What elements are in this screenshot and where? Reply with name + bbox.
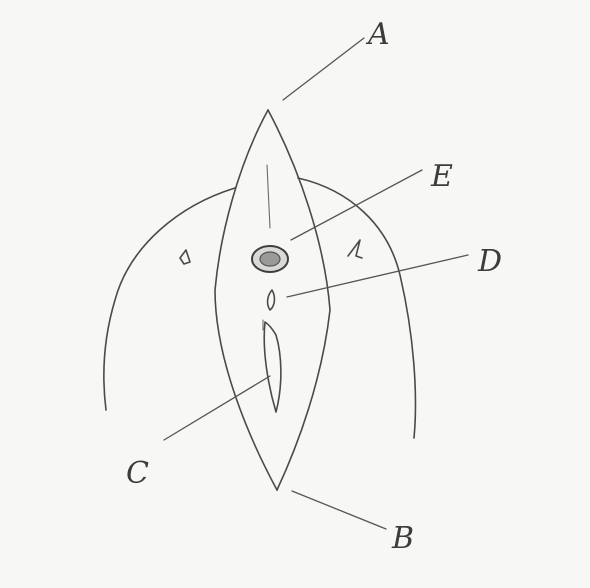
central-lens-right	[268, 110, 330, 490]
right-mark	[348, 240, 362, 258]
label-e: E	[430, 159, 453, 194]
left-mark	[180, 250, 190, 264]
structure-e	[252, 246, 288, 272]
label-b: B	[391, 521, 414, 556]
leader-d	[287, 255, 468, 297]
label-d: D	[477, 244, 502, 279]
leader-b	[292, 491, 386, 529]
structure-c	[264, 322, 281, 412]
leader-c	[164, 376, 270, 440]
leader-e	[291, 170, 422, 240]
leader-a	[283, 38, 364, 100]
right-outer-curve	[298, 178, 415, 438]
structure-d	[268, 290, 275, 310]
label-a: A	[365, 17, 390, 52]
label-c: C	[126, 456, 149, 491]
midline	[267, 165, 270, 228]
